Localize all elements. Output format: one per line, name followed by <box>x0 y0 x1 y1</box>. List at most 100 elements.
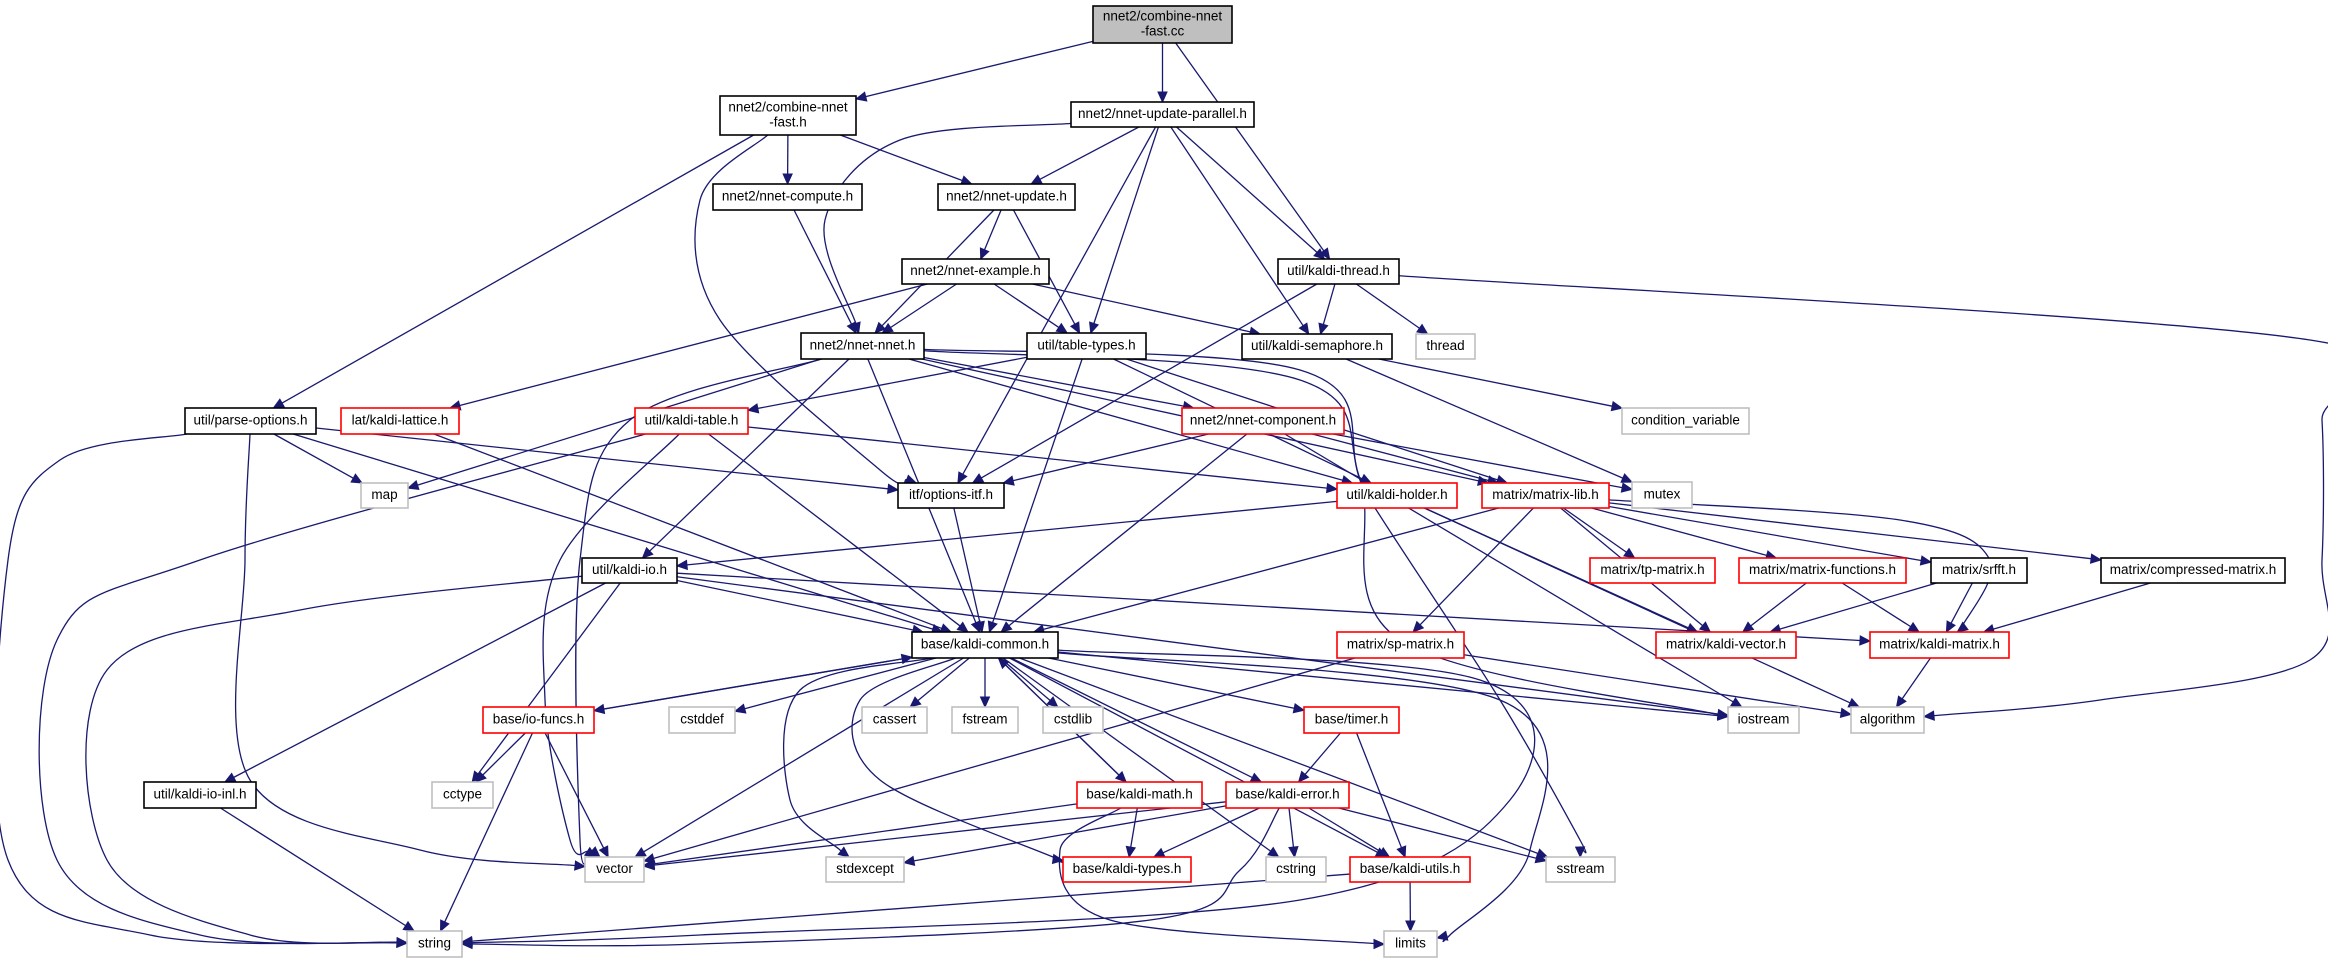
node-klat-h[interactable]: lat/kaldi-lattice.h <box>340 407 460 435</box>
node-nup-h[interactable]: nnet2/nnet-update-parallel.h <box>1070 101 1255 128</box>
node-kmat-h[interactable]: matrix/kaldi-matrix.h <box>1869 631 2010 659</box>
edge-line <box>477 582 621 775</box>
node-iof-h[interactable]: base/io-funcs.h <box>482 706 595 734</box>
edge-line <box>992 358 1083 623</box>
arrowhead-icon <box>979 696 991 709</box>
edge-nup_h-to-ttypes_h <box>1089 126 1160 335</box>
node-ttypes-h[interactable]: util/table-types.h <box>1026 332 1147 360</box>
edge-line <box>1057 652 1549 943</box>
edge-line <box>823 122 1072 324</box>
arrowhead-icon <box>2089 553 2103 564</box>
node-oitf-h[interactable]: itf/options-itf.h <box>897 482 1005 509</box>
edge-line <box>85 575 583 944</box>
edge-popt_h-to-vector <box>234 433 587 871</box>
edge-line <box>593 658 903 712</box>
edge-line <box>1608 502 2092 560</box>
node-nnet-h[interactable]: nnet2/nnet-nnet.h <box>800 332 925 360</box>
arrowhead-icon <box>272 398 286 409</box>
node-kioinl-h[interactable]: util/kaldi-io-inl.h <box>143 781 257 809</box>
node-mfun-h[interactable]: matrix/matrix-functions.h <box>1738 557 1907 584</box>
edge-line <box>851 657 1072 867</box>
node-label: map <box>371 487 397 502</box>
edge-ncompo_h-to-mutex <box>1332 433 1634 493</box>
edge-nupd_h-to-nex_h <box>979 209 1002 261</box>
arrowhead-icon <box>406 479 420 491</box>
edge-line <box>1562 507 1627 553</box>
arrowhead-icon <box>1046 696 1059 708</box>
node-label: nnet2/combine-nnet <box>1103 9 1223 24</box>
arrowhead-icon <box>902 855 916 866</box>
node-ncomp-h[interactable]: nnet2/nnet-compute.h <box>712 183 863 211</box>
arrowhead-icon <box>223 772 237 783</box>
node-kutils-h[interactable]: base/kaldi-utils.h <box>1349 856 1471 883</box>
node-ktable-h[interactable]: util/kaldi-table.h <box>634 407 749 435</box>
node-ksem-h[interactable]: util/kaldi-semaphore.h <box>1241 333 1393 360</box>
edge-kerr_h-to-cstring <box>1288 807 1299 859</box>
node-label: matrix/sp-matrix.h <box>1347 637 1454 652</box>
arrowhead-icon <box>574 860 587 871</box>
edge-line <box>917 657 970 702</box>
edge-kmat_h-to-algorithm <box>1895 657 1932 709</box>
arrowhead-icon <box>1435 930 1449 941</box>
edge-line <box>793 209 853 325</box>
node-srfft-h[interactable]: matrix/srfft.h <box>1930 557 2028 584</box>
edge-kcommon_h-to-ktypes_h <box>851 657 1072 867</box>
node-box <box>911 631 1059 659</box>
edge-ncomp_h-to-nnet_h <box>793 209 857 335</box>
node-box <box>1850 706 1925 734</box>
edge-line <box>1591 507 1767 557</box>
arrowhead-icon <box>1297 770 1310 783</box>
edge-line <box>1322 283 1336 325</box>
node-spm-h[interactable]: matrix/sp-matrix.h <box>1336 631 1465 659</box>
node-box <box>1631 481 1693 509</box>
node-kio-h[interactable]: util/kaldi-io.h <box>581 557 678 584</box>
node-box <box>937 183 1076 211</box>
node-iostream: iostream <box>1727 706 1800 734</box>
node-mlib-h[interactable]: matrix/matrix-lib.h <box>1481 482 1610 509</box>
node-label: base/kaldi-common.h <box>921 637 1049 652</box>
node-root[interactable]: nnet2/combine-nnet-fast.cc <box>1092 5 1233 44</box>
node-label: cctype <box>443 787 482 802</box>
edge-cmat_h-to-kmat_h <box>1982 582 2151 635</box>
node-label: util/table-types.h <box>1037 338 1135 353</box>
edge-line <box>1176 126 1318 253</box>
node-limits: limits <box>1383 930 1438 958</box>
node-label: limits <box>1395 936 1426 951</box>
arrowhead-icon <box>598 845 609 859</box>
node-tpm-h[interactable]: matrix/tp-matrix.h <box>1589 557 1716 584</box>
edge-line <box>649 358 850 552</box>
node-box <box>861 706 928 734</box>
node-ktypes-h[interactable]: base/kaldi-types.h <box>1062 856 1192 883</box>
node-box <box>360 482 409 509</box>
edge-line <box>417 358 822 486</box>
node-nex-h[interactable]: nnet2/nnet-example.h <box>901 258 1050 285</box>
node-box <box>1727 706 1800 734</box>
edge-line <box>1010 657 1253 779</box>
arrowhead-icon <box>1922 710 1935 721</box>
edge-kholder_h-to-kio_h <box>675 500 1338 571</box>
node-cmat-h[interactable]: matrix/compressed-matrix.h <box>2100 557 2286 584</box>
edges-layer <box>0 40 2328 950</box>
arrowhead-icon <box>1610 400 1624 412</box>
node-label: base/io-funcs.h <box>493 712 585 727</box>
node-kerr-h[interactable]: base/kaldi-error.h <box>1225 781 1350 809</box>
node-nupd-h[interactable]: nnet2/nnet-update.h <box>937 183 1076 211</box>
edge-iof_h-to-string <box>440 732 534 933</box>
edge-mlib_h-to-srfft_h <box>1608 505 1933 566</box>
node-kmath-h[interactable]: base/kaldi-math.h <box>1076 781 1203 809</box>
node-ncompo-h[interactable]: nnet2/nnet-component.h <box>1181 407 1345 435</box>
node-kholder-h[interactable]: util/kaldi-holder.h <box>1336 482 1458 509</box>
edge-mlib_h-to-spm_h <box>1412 507 1534 633</box>
arrowhead-icon <box>1416 323 1429 335</box>
node-kthread-h[interactable]: util/kaldi-thread.h <box>1277 258 1400 285</box>
node-box <box>1545 856 1616 883</box>
edge-line <box>1398 275 2328 717</box>
node-timer-h[interactable]: base/timer.h <box>1303 706 1400 734</box>
node-box <box>1303 706 1400 734</box>
arrowhead-icon <box>979 247 990 261</box>
node-cnf-h[interactable]: nnet2/combine-nnet-fast.h <box>719 95 857 136</box>
node-kvec-h[interactable]: matrix/kaldi-vector.h <box>1655 631 1797 659</box>
node-kcommon-h[interactable]: base/kaldi-common.h <box>911 631 1059 659</box>
node-popt-h[interactable]: util/parse-options.h <box>184 407 317 435</box>
arrowhead-icon <box>974 620 985 634</box>
